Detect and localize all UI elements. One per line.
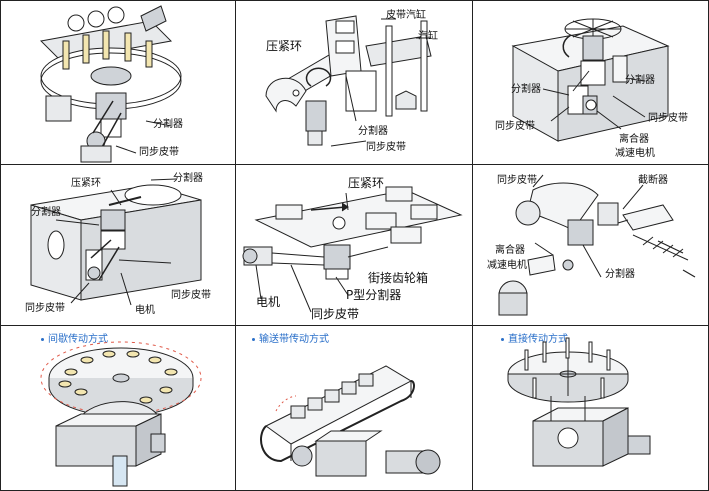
grid-divider-h2 — [0, 325, 709, 326]
rotary-table-drawing — [39, 5, 182, 163]
caption-text: 直接传动方式 — [508, 334, 568, 345]
caption-text: 输送带传动方式 — [259, 334, 329, 345]
intermittent-drive-drawing — [40, 341, 202, 487]
label-motor: 电机 — [135, 305, 155, 316]
label-reducer-motor: 减速电机 — [487, 260, 527, 271]
clamp-box-drawing — [30, 178, 202, 306]
label-sync-belt-right: 同步皮带 — [648, 113, 688, 124]
star-wheel-drawing — [511, 18, 670, 142]
caption-conveyor: 输送带传动方式 — [252, 330, 329, 345]
panel-conveyor-drive: 输送带传动方式 — [236, 326, 472, 490]
label-gearbox: 街接齿轮箱 — [368, 271, 429, 285]
label-clutch: 离合器 — [619, 134, 649, 145]
panel-clamp-box: 压紧环 分割器 分割器 同步皮带 同步皮带 电机 — [1, 165, 235, 325]
label-sync-belt: 同步皮带 — [139, 147, 179, 158]
panel-cutter-line: 同步皮带 截断器 离合器 减速电机 分割器 — [473, 165, 708, 325]
label-divider-top: 分割器 — [173, 173, 203, 184]
panel-star-wheel: 分割器 分割器 同步皮带 同步皮带 离合器 减速电机 — [473, 1, 708, 164]
label-sync-belt: 同步皮带 — [366, 142, 406, 153]
panel-belt-cylinder: 皮带汽缸 压紧环 汽缸 分割器 同步皮带 — [236, 1, 472, 164]
label-divider: 分割器 — [605, 269, 635, 280]
belt-cylinder-drawing — [265, 15, 432, 147]
panel-rotary-table: 分割器 同步皮带 — [1, 1, 235, 164]
label-sync-belt-right: 同步皮带 — [171, 290, 211, 301]
caption-bullet — [252, 337, 255, 341]
grid-border-top — [0, 0, 709, 1]
caption-intermittent: 间歇传动方式 — [41, 330, 108, 345]
label-reducer-motor: 减速电机 — [615, 148, 655, 159]
label-divider: 分割器 — [358, 126, 388, 137]
grid-divider-h1 — [0, 164, 709, 165]
panel-direct-drive: 直接传动方式 — [473, 326, 708, 490]
label-divider-left: 分割器 — [31, 207, 61, 218]
label-clamp-ring: 压紧环 — [266, 39, 303, 53]
panel-intermittent-drive: 间歇传动方式 — [1, 326, 235, 490]
label-sync-belt-bottom: 同步皮带 — [25, 303, 65, 314]
conveyor-drive-drawing — [260, 365, 441, 477]
grid-divider-v2 — [472, 0, 473, 491]
grid-border-left — [0, 0, 1, 491]
caption-text: 间歇传动方式 — [48, 334, 108, 345]
caption-direct: 直接传动方式 — [501, 330, 568, 345]
label-divider: 分割器 — [153, 119, 183, 130]
conveyor-gearbox-drawing — [242, 186, 463, 313]
label-sync-belt: 同步皮带 — [497, 175, 537, 186]
grid-divider-v1 — [235, 0, 236, 491]
label-divider-left: 分割器 — [511, 84, 541, 95]
cutter-line-drawing — [498, 174, 696, 316]
panel-conveyor-gearbox: 压紧环 街接齿轮箱 P型分割器 电机 同步皮带 — [236, 165, 472, 325]
label-sync-belt: 同步皮带 — [495, 121, 535, 132]
caption-bullet — [501, 337, 504, 341]
label-cutter: 截断器 — [638, 175, 668, 186]
label-clutch: 离合器 — [495, 245, 525, 256]
label-motor: 电机 — [256, 295, 281, 309]
label-p-divider: P型分割器 — [346, 288, 402, 302]
label-divider-right: 分割器 — [625, 75, 655, 86]
direct-drive-drawing — [507, 337, 651, 467]
label-belt-cylinder: 皮带汽缸 — [386, 10, 426, 21]
label-clamp-ring: 压紧环 — [71, 178, 101, 189]
label-clamp-ring: 压紧环 — [348, 176, 385, 190]
label-cylinder: 汽缸 — [418, 31, 438, 42]
caption-bullet — [41, 337, 44, 341]
label-sync-belt: 同步皮带 — [311, 307, 360, 321]
